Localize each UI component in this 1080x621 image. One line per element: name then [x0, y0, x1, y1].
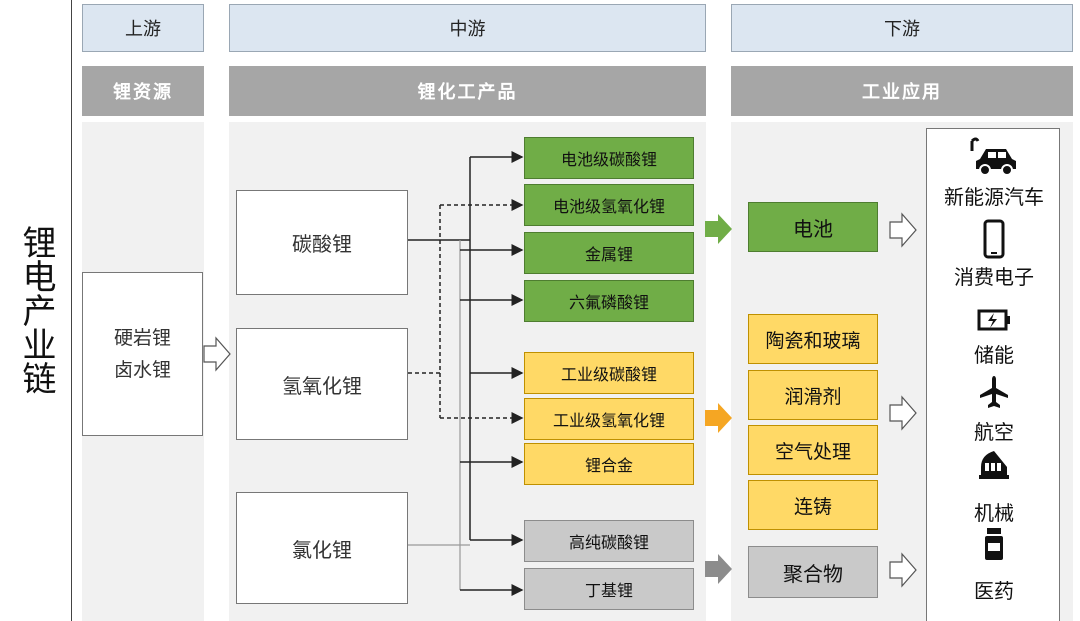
- lithium-hexafluorophosphate: 六氟磷酸锂: [524, 280, 694, 322]
- battery-box: 电池: [748, 202, 878, 252]
- left-border: [0, 0, 72, 621]
- lithium-carbonate-box: 碳酸锂: [236, 190, 408, 295]
- polymer-box: 聚合物: [748, 546, 878, 598]
- lithium-chloride-box: 氯化锂: [236, 492, 408, 604]
- app-label-machinery: 机械: [974, 501, 1014, 525]
- air-treatment-box: 空气处理: [748, 425, 878, 475]
- upstream-source-box: 硬岩锂 卤水锂: [82, 272, 203, 436]
- hard-rock-lithium: 硬岩锂: [113, 327, 171, 349]
- airplane-icon: [980, 376, 1008, 408]
- industrial-grade-carbonate: 工业级碳酸锂: [524, 352, 694, 394]
- ceramics-glass-box: 陶瓷和玻璃: [748, 314, 878, 364]
- battery-grade-carbonate: 电池级碳酸锂: [524, 137, 694, 179]
- subheader-lithium-products: 锂化工产品: [229, 66, 706, 116]
- electric-car-icon: [970, 137, 1016, 176]
- continuous-casting-box: 连铸: [748, 480, 878, 530]
- lithium-hydroxide-box: 氢氧化锂: [236, 328, 408, 440]
- battery-storage-icon: [977, 309, 1010, 331]
- header-midstream: 中游: [229, 4, 706, 52]
- app-label-aviation: 航空: [974, 420, 1014, 444]
- subheader-industrial-apps: 工业应用: [731, 66, 1073, 116]
- battery-grade-hydroxide: 电池级氢氧化锂: [524, 184, 694, 226]
- applications-box: 新能源汽车 消费电子 储能 航空 机械 医药: [926, 128, 1060, 621]
- lubricant-box: 润滑剂: [748, 370, 878, 420]
- app-label-ev: 新能源汽车: [944, 185, 1044, 209]
- green-block-arrow: [705, 214, 732, 244]
- medicine-bottle-icon: [985, 528, 1003, 560]
- high-purity-carbonate: 高纯碳酸锂: [524, 520, 694, 562]
- lithium-metal: 金属锂: [524, 232, 694, 274]
- butyl-lithium: 丁基锂: [524, 568, 694, 610]
- app-label-consumer-electronics: 消费电子: [954, 265, 1034, 289]
- hollow-arrow-upstream: [203, 336, 231, 372]
- header-upstream: 上游: [82, 4, 204, 52]
- smartphone-icon: [983, 219, 1005, 259]
- app-label-energy-storage: 储能: [974, 343, 1014, 367]
- header-downstream: 下游: [731, 4, 1073, 52]
- chain-title-box: 锂电产业链: [0, 200, 72, 420]
- subheader-lithium-resource: 锂资源: [82, 66, 204, 116]
- app-label-medicine: 医药: [974, 579, 1014, 603]
- lithium-alloy: 锂合金: [524, 443, 694, 485]
- industrial-grade-hydroxide: 工业级氢氧化锂: [524, 398, 694, 440]
- orange-block-arrow: [705, 403, 732, 433]
- brine-lithium: 卤水锂: [113, 359, 171, 381]
- machinery-icon: [979, 451, 1009, 479]
- chain-title: 锂电产业链: [16, 225, 56, 395]
- grey-block-arrow: [705, 554, 732, 584]
